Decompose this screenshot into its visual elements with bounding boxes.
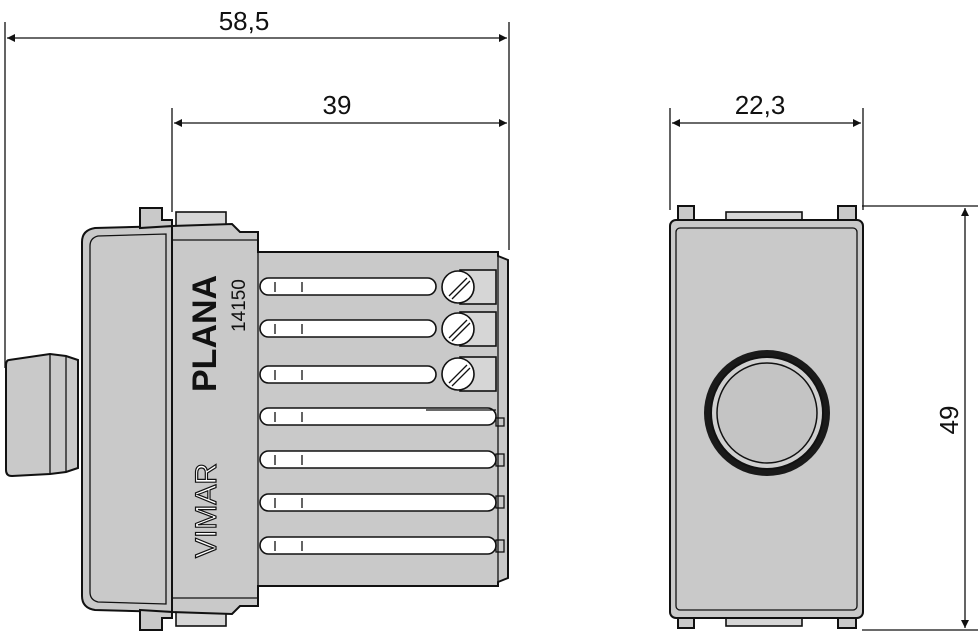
dimension-overall-length: 58,5	[4, 6, 510, 368]
dimension-front-width: 22,3	[669, 90, 864, 210]
dimension-label-height: 49	[934, 406, 964, 435]
dimension-label-width: 22,3	[735, 90, 786, 120]
terminal-screws	[441, 269, 497, 392]
terminal-slots	[259, 277, 505, 555]
product-code-label: 14150	[229, 279, 250, 332]
screw-icon	[441, 269, 497, 305]
side-view: PLANA 14150 VIMAR	[5, 207, 509, 631]
brand-label: PLANA	[186, 275, 224, 392]
terminal-slot	[259, 277, 437, 296]
terminal-slot	[259, 365, 437, 384]
dimension-front-height: 49	[862, 205, 978, 631]
front-view	[669, 205, 864, 629]
dimension-label-terminal: 39	[323, 90, 352, 120]
terminal-slot	[259, 536, 497, 555]
knob-front	[704, 350, 830, 476]
terminal-slot	[259, 319, 437, 338]
knob-side	[5, 352, 79, 478]
manufacturer-logo: VIMAR	[190, 463, 223, 558]
screw-icon	[441, 356, 497, 392]
front-frame-side	[81, 207, 227, 631]
dimension-terminal-length: 39	[171, 90, 507, 212]
screw-icon	[441, 311, 497, 347]
terminal-slot	[259, 407, 497, 426]
terminal-slot	[259, 450, 497, 469]
terminal-slot	[259, 493, 497, 512]
terminal-notches	[495, 417, 505, 553]
dimension-label-overall: 58,5	[219, 6, 270, 36]
